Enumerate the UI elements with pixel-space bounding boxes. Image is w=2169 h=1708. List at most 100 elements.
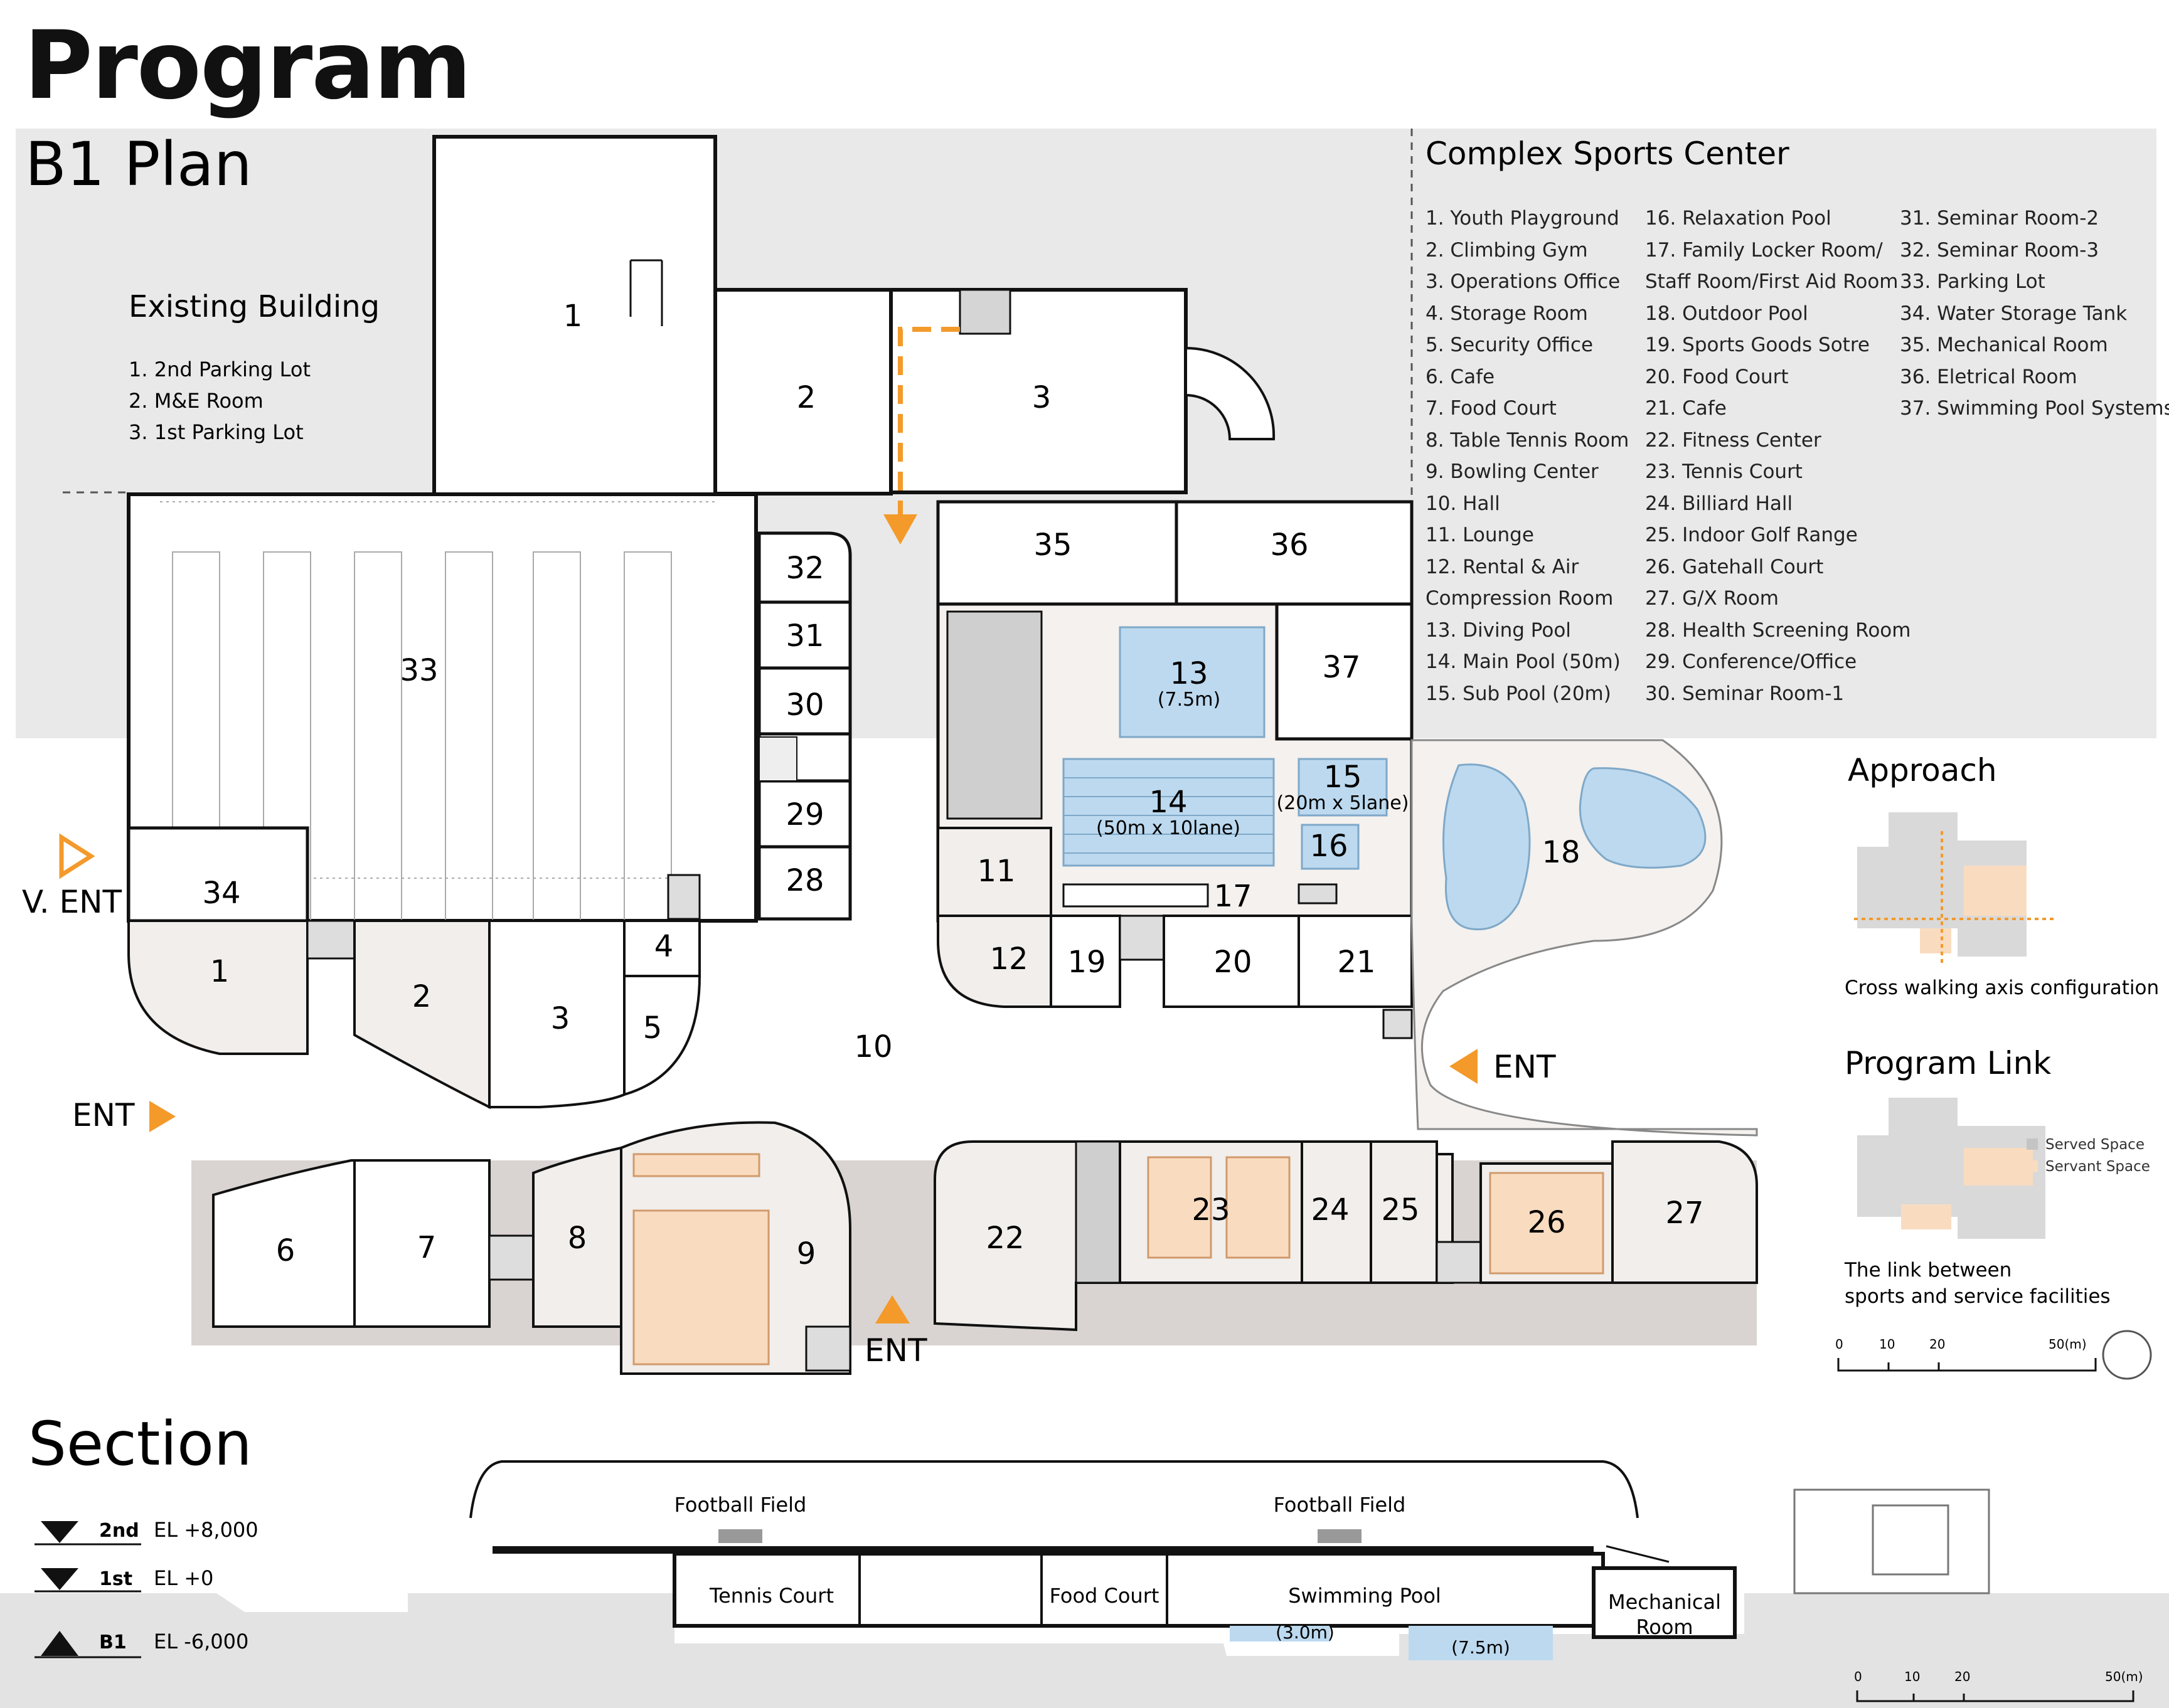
room-number-37: 37 — [1322, 650, 1360, 685]
room-number-19: 19 — [1067, 945, 1106, 980]
legend-item: 32. Seminar Room-3 — [1900, 239, 2099, 262]
section-depth-a: (3.0m) — [1276, 1622, 1335, 1643]
north-arrow-icon — [2102, 1330, 2152, 1380]
program-link-caption: The link between — [1844, 1259, 2012, 1281]
main-pool — [1062, 758, 1275, 867]
legend-item: Staff Room/First Aid Room — [1645, 270, 1898, 293]
section-scale-label: 20 — [1954, 1669, 1970, 1684]
room-number-4: 4 — [654, 929, 674, 964]
legend-item: 16. Relaxation Pool — [1645, 207, 1831, 230]
approach-panel: Approach Cross walking axis configuratio… — [1845, 752, 2159, 999]
legend-item: 8. Table Tennis Room — [1426, 429, 1629, 452]
room-19 — [1050, 915, 1121, 1008]
program-link-panel: Program Link Served Space Servant Space … — [1844, 1045, 2150, 1308]
room-number-16: 16 — [1309, 829, 1348, 864]
served-swatch — [2027, 1138, 2038, 1150]
level-marker-icon — [41, 1568, 78, 1590]
v-ent-label: V. ENT — [22, 884, 122, 920]
ent-arrow-right-icon — [1449, 1049, 1478, 1084]
section-levels: 2nd EL +8,000 1st EL +0 B1 EL -6,000 — [35, 1518, 258, 1658]
legend-item: 9. Bowling Center — [1426, 460, 1599, 483]
section-pool: Swimming Pool — [1288, 1584, 1441, 1608]
room-20 — [1163, 915, 1300, 1008]
room-number-14: 14 — [1149, 785, 1187, 820]
level-name: B1 — [99, 1631, 127, 1653]
room-number-18: 18 — [1542, 835, 1580, 870]
legend-item: 24. Billiard Hall — [1645, 492, 1793, 515]
legend-item: 19. Sports Goods Sotre — [1645, 334, 1870, 356]
program-link-heading: Program Link — [1845, 1045, 2051, 1081]
plan-scale-bar: 0 10 20 50(m) — [1835, 1330, 2152, 1380]
page-title: Program — [24, 11, 472, 120]
relaxation-pool — [1301, 824, 1360, 870]
legend-item: 36. Eletrical Room — [1900, 366, 2077, 388]
diving-pool — [1119, 626, 1266, 738]
room-24-25 — [1301, 1140, 1438, 1284]
circulation-arrow — [883, 327, 960, 544]
room-number-35: 35 — [1033, 528, 1072, 563]
legend-item: 30. Seminar Room-1 — [1645, 682, 1844, 705]
room-number-5: 5 — [643, 1010, 663, 1046]
existing-item: 3. 1st Parking Lot — [129, 420, 304, 444]
plan-scale-label: 50(m) — [2049, 1337, 2087, 1352]
room-number-26: 26 — [1527, 1205, 1565, 1240]
servant-label: Servant Space — [2045, 1159, 2150, 1175]
legend-item: 33. Parking Lot — [1900, 270, 2045, 293]
outdoor-pool-a — [1442, 763, 1531, 931]
section-ground — [0, 1593, 2169, 1708]
legend-item: Compression Room — [1426, 587, 1613, 610]
legend-item: 2. Climbing Gym — [1426, 239, 1588, 262]
plan-scale-label: 20 — [1929, 1337, 1945, 1352]
existing-room-numbers: 1 2 3 — [563, 299, 1052, 415]
legend-item: 7. Food Court — [1426, 397, 1557, 420]
room-number-9: 9 — [797, 1236, 816, 1271]
room-number-10: 10 — [854, 1029, 892, 1064]
room-numbers: 1 2 3 4 5 6 7 8 9 10 11 12 13 14 15 16 1… — [202, 528, 1703, 1271]
room-number-24: 24 — [1311, 1192, 1349, 1228]
ent-label-left: ENT — [72, 1097, 135, 1133]
pool-13-size: (7.5m) — [1158, 689, 1220, 711]
section-field-right: Football Field — [1274, 1493, 1406, 1517]
legend-item: 22. Fitness Center — [1645, 429, 1821, 452]
legend-item: 3. Operations Office — [1426, 270, 1620, 293]
room-number-2: 2 — [412, 979, 432, 1014]
room-number-22: 22 — [986, 1221, 1024, 1256]
plan-scale-label: 0 — [1835, 1337, 1843, 1352]
room-34 — [127, 826, 309, 923]
room-number-17: 17 — [1213, 879, 1252, 914]
level-el: EL -6,000 — [154, 1630, 248, 1653]
plan-title: B1 Plan — [25, 129, 252, 199]
room-number-30: 30 — [786, 687, 824, 723]
legend-item: 26. Gatehall Court — [1645, 556, 1823, 578]
section-drawing — [0, 1460, 2169, 1708]
legend-item: 28. Health Screening Room — [1645, 619, 1911, 642]
program-link-caption: sports and service facilities — [1845, 1285, 2111, 1308]
existing-building — [432, 135, 1276, 496]
legend-heading: Complex Sports Center — [1426, 135, 1789, 172]
room-21 — [1298, 915, 1413, 1008]
section-scale-label: 10 — [1904, 1669, 1920, 1684]
pool-14-size: (50m x 10lane) — [1096, 817, 1240, 839]
room-27 — [1611, 1140, 1758, 1284]
legend-item: 29. Conference/Office — [1645, 650, 1857, 673]
room-number-36: 36 — [1270, 528, 1308, 563]
legend-item: 20. Food Court — [1645, 366, 1789, 388]
section-depth-b: (7.5m) — [1451, 1637, 1510, 1658]
program-legend: Complex Sports Center 1. Youth Playgroun… — [1426, 135, 2169, 705]
room-number-31: 31 — [786, 618, 824, 654]
legend-item: 18. Outdoor Pool — [1645, 302, 1808, 325]
sub-pool — [1298, 758, 1388, 817]
room-number-33: 33 — [400, 653, 438, 688]
room-number-1: 1 — [210, 954, 230, 989]
ent-arrow-bottom-icon — [875, 1295, 910, 1323]
legend-item: 34. Water Storage Tank — [1900, 302, 2127, 325]
room-number-15: 15 — [1323, 760, 1362, 795]
room-1 — [127, 920, 309, 1055]
room-number-8: 8 — [568, 1221, 587, 1256]
room-6 — [212, 1159, 491, 1328]
section-food: Food Court — [1050, 1584, 1159, 1608]
section-mech-1: Mechanical — [1608, 1590, 1721, 1614]
legend-item: 15. Sub Pool (20m) — [1426, 682, 1611, 705]
legend-item: 23. Tennis Court — [1645, 460, 1803, 483]
